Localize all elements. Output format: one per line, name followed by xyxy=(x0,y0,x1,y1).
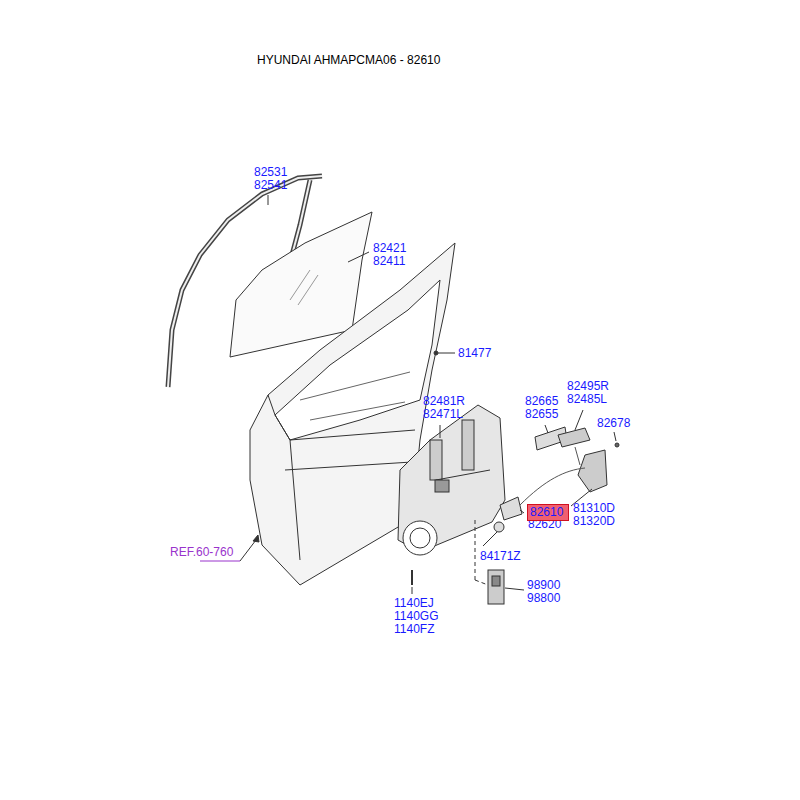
part-number: 82610 xyxy=(528,506,568,519)
part-number: 82495R xyxy=(567,380,609,393)
part-number: 1140GG xyxy=(394,610,438,623)
part-number: 82421 xyxy=(373,242,406,255)
part-number: 81310D xyxy=(573,502,615,515)
part-number: 84171Z xyxy=(480,550,521,563)
part-number: 98900 xyxy=(527,579,560,592)
reference-label: REF.60-760 xyxy=(170,546,233,559)
part-number: 82665 xyxy=(525,395,558,408)
part-number: 82655 xyxy=(525,408,558,421)
page-title: HYUNDAI AHMAPCMA06 - 82610 xyxy=(257,54,440,67)
part-number: 1140EJ xyxy=(394,597,434,610)
part-number: 81320D xyxy=(573,515,615,528)
part-number: 82481R xyxy=(423,395,465,408)
part-number: 82471L xyxy=(423,408,463,421)
part-number: 1140FZ xyxy=(394,623,434,636)
part-number: 82485L xyxy=(567,393,607,406)
part-number: 82411 xyxy=(373,255,405,268)
part-number: 82531 xyxy=(254,166,287,179)
highlighted-part-number: 82610 xyxy=(527,504,569,521)
part-number: 82678 xyxy=(597,417,630,430)
part-number: 98800 xyxy=(527,592,560,605)
part-number: 82541 xyxy=(254,179,287,192)
part-number: 81477 xyxy=(458,347,491,360)
